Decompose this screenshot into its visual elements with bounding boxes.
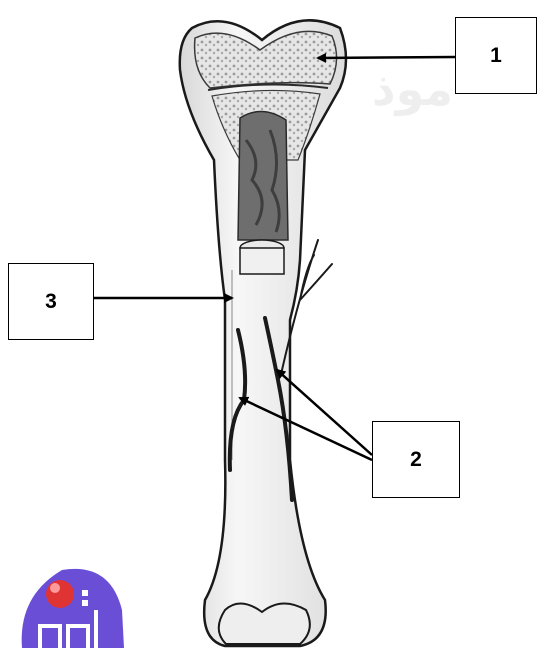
- label-number-2: 2: [410, 448, 422, 472]
- distal-condyles: [219, 603, 310, 644]
- arrow-label-1: [318, 57, 455, 58]
- label-number-1: 1: [490, 44, 502, 68]
- label-number-3: 3: [45, 290, 57, 314]
- medullary-cavity: [238, 111, 288, 240]
- label-box-1: 1: [455, 17, 537, 94]
- label-box-3: 3: [8, 263, 94, 340]
- logo-icon: [22, 569, 124, 648]
- label-box-2: 2: [372, 421, 460, 498]
- cut-shaft-side: [240, 248, 284, 274]
